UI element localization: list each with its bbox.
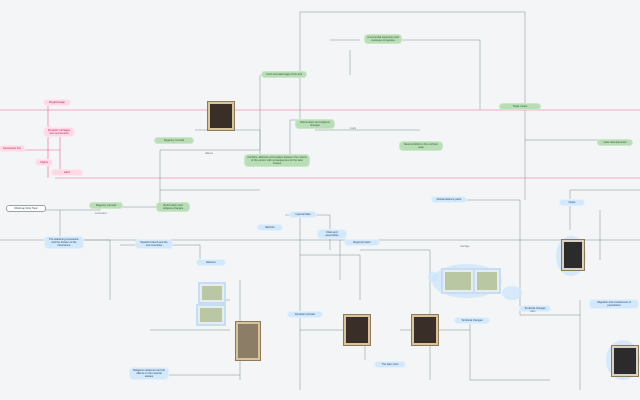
node-commercial-expansion[interactable]: Commercial expansion and overseas compan… — [365, 35, 401, 44]
edge-label-text: marriage — [460, 245, 470, 248]
landscape-image[interactable] — [443, 270, 473, 292]
portrait-image[interactable] — [412, 315, 438, 345]
node-label: Territorial changes — [524, 307, 546, 310]
node-mutual-defence[interactable]: Mutual defence pacts — [432, 197, 466, 203]
node-label: Commercial expansion and overseas compan… — [367, 36, 399, 43]
node-electors[interactable]: Electors — [258, 225, 282, 231]
portrait-image[interactable] — [208, 102, 234, 130]
edge-label-text: claim — [530, 310, 536, 313]
node-court-patronage[interactable]: Court and patronage of the arts — [262, 72, 306, 78]
photo-image[interactable] — [612, 346, 638, 376]
root-topic[interactable]: Mindmap Root Topic — [6, 205, 46, 213]
edge-label-text: treaty — [350, 127, 356, 130]
node-label: Regional rulers — [353, 241, 371, 244]
cloud-shape — [428, 272, 438, 282]
node-label: Notes — [568, 201, 576, 204]
node-label: Court and patronage of the arts — [265, 73, 303, 76]
node-blue-sub[interactable]: Electors — [197, 260, 225, 266]
node-label: Territorial changes — [461, 319, 483, 322]
node-label: Electors — [206, 261, 216, 264]
node-label: Succession line — [2, 147, 22, 150]
node-label: Dynastic marriages and successions — [47, 129, 71, 136]
node-succession-line[interactable]: Succession line — [0, 146, 24, 152]
node-imperial-titles[interactable]: Imperial titles — [290, 212, 316, 218]
node-religious-settlement[interactable]: Religious settlement and its effects on … — [130, 368, 168, 380]
node-label: Spanish branch and the Low Countries — [140, 241, 168, 248]
edge-label: succession — [95, 212, 107, 215]
node-blue-sub-2[interactable]: Territorial changes — [520, 306, 550, 312]
node-diets-assemblies[interactable]: Diets and assemblies — [318, 230, 346, 239]
node-conflicts-alliances[interactable]: Conflicts, alliances and treaties betwee… — [245, 155, 309, 167]
node-label: Claims — [40, 161, 48, 164]
node-label: Heirs — [63, 171, 71, 174]
node-notes[interactable]: Notes — [560, 200, 584, 206]
node-dynastic-marriages[interactable]: Dynastic marriages and successions — [44, 128, 74, 137]
node-naval-conflicts[interactable]: Naval conflicts in the northern seas — [400, 142, 442, 151]
node-label: Religious settlement and its effects on … — [133, 369, 165, 379]
node-trade-routes[interactable]: Trade routes — [500, 104, 540, 110]
node-label: Electors — [265, 226, 275, 229]
node-migration[interactable]: Migration and resettlement of population… — [590, 300, 638, 309]
edge-label: alliance — [205, 152, 213, 155]
node-label: Regency councils — [95, 204, 117, 207]
node-regency-councils[interactable]: Regency councils — [155, 138, 193, 144]
edge-label: marriage — [460, 245, 469, 248]
node-royal-lineage[interactable]: Royal lineage — [44, 100, 70, 106]
node-label: Naval conflicts in the northern seas — [403, 143, 439, 150]
edge-label: treaty — [350, 127, 356, 130]
edge-label-text: alliance — [205, 152, 214, 155]
node-label: Regency councils — [163, 139, 185, 142]
node-label: Imperial titles — [295, 213, 311, 216]
landscape-image[interactable] — [475, 270, 499, 292]
node-heirs[interactable]: Heirs — [52, 170, 82, 176]
node-label: Trade routes — [512, 105, 528, 108]
node-later-court[interactable]: The later court — [375, 362, 405, 368]
node-green-branch-2[interactable]: Reformation and religious changes — [157, 203, 189, 212]
node-label: Conflicts, alliances and treaties betwee… — [247, 156, 307, 166]
node-habsburg-succession[interactable]: The Habsburg succession and the division… — [45, 237, 83, 249]
node-label: The Habsburg succession and the division… — [49, 238, 79, 248]
painting-image[interactable] — [198, 306, 224, 324]
document-image[interactable] — [236, 322, 260, 360]
node-label: Later developments — [603, 141, 627, 144]
node-regional-rulers[interactable]: Regional rulers — [345, 240, 379, 246]
root-topic-label: Mindmap Root Topic — [14, 207, 38, 210]
node-label: Diets and assemblies — [325, 231, 339, 238]
cloud-shape — [502, 286, 522, 300]
node-label: The later court — [381, 363, 399, 366]
portrait-image[interactable] — [344, 315, 370, 345]
edge-label-text: succession — [95, 212, 107, 215]
node-territorial-changes[interactable]: Territorial changes — [455, 318, 489, 324]
node-later-developments[interactable]: Later developments — [598, 140, 632, 146]
node-reformation[interactable]: Reformation and religious changes — [296, 120, 334, 129]
node-label: Mutual defence pacts — [436, 198, 462, 201]
node-spanish-branch[interactable]: Spanish branch and the Low Countries — [136, 240, 172, 249]
node-label: Reformation and religious changes — [300, 121, 330, 128]
edge-label: claim — [530, 310, 536, 313]
node-dynastic-portraits[interactable]: Dynastic portraits — [288, 312, 322, 318]
photo-image[interactable] — [562, 240, 584, 270]
node-label: Reformation and religious changes — [162, 204, 184, 211]
node-label: Dynastic portraits — [294, 313, 316, 316]
node-label: Royal lineage — [49, 101, 65, 104]
node-claims[interactable]: Claims — [36, 160, 52, 166]
node-label: Migration and resettlement of population… — [597, 301, 631, 308]
painting-image[interactable] — [200, 284, 224, 302]
node-green-branch[interactable]: Regency councils — [90, 203, 122, 209]
